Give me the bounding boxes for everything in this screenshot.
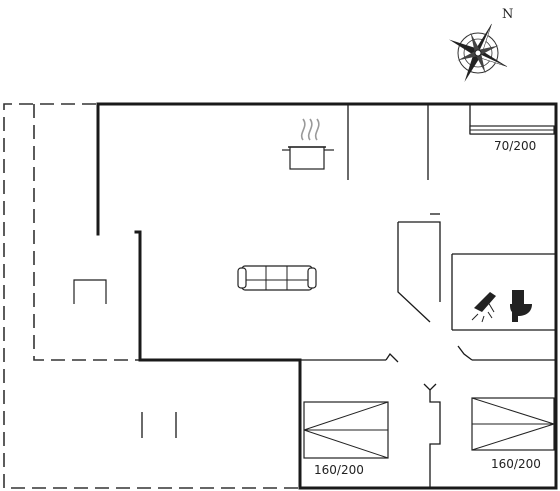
cooking-pot-icon: [282, 118, 334, 170]
bed-160-200-right: [471, 397, 555, 451]
walls: [96, 102, 558, 490]
bed-70-200: [469, 125, 555, 135]
bed-size-label-bottom-left: 160/200: [314, 463, 364, 477]
compass-north-label: N: [502, 7, 513, 22]
bed-size-label-bottom-right: 160/200: [491, 457, 541, 471]
shower-icon: [471, 292, 496, 323]
bed-160-200-left: [303, 401, 389, 459]
toilet-icon: [510, 290, 532, 322]
sofa-icon: [237, 265, 317, 291]
terrace-outline: [3, 103, 300, 489]
annex-table: [73, 279, 107, 304]
compass-rose-icon: [448, 23, 508, 83]
bed-size-label-top-right: 70/200: [494, 139, 536, 153]
